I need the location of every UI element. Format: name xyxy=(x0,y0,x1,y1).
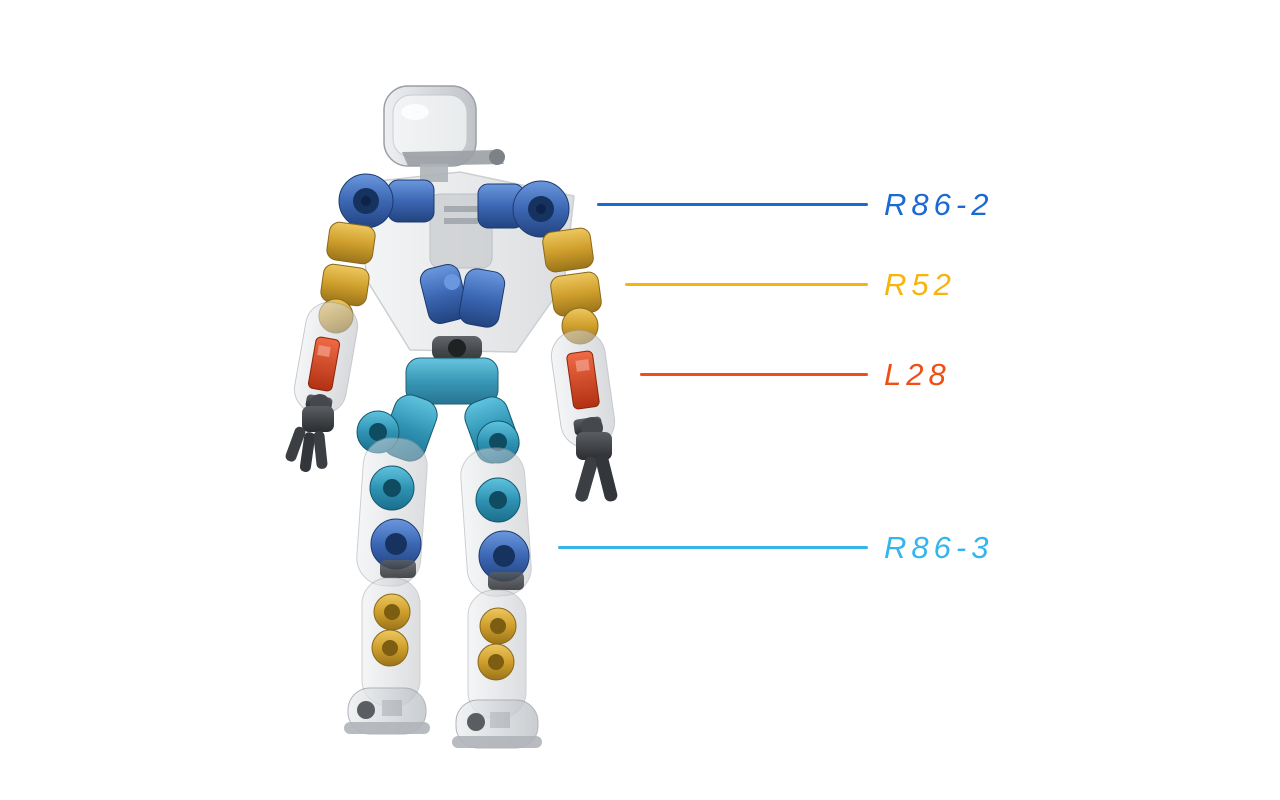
leader-line-r52 xyxy=(625,283,868,286)
leader-line-r86-2 xyxy=(597,203,868,206)
annotation-label-r52: R52 xyxy=(884,267,956,302)
annotation-label-r86-2: R86-2 xyxy=(884,187,994,222)
left-arm xyxy=(293,221,376,415)
right-arm xyxy=(542,227,616,449)
pelvis-actuators xyxy=(356,357,520,464)
right-hand-gripper xyxy=(575,417,618,502)
annotation-label-l28: L28 xyxy=(884,357,951,392)
left-leg xyxy=(356,437,428,707)
leader-line-l28 xyxy=(640,373,868,376)
right-leg xyxy=(460,447,532,719)
chest-actuators xyxy=(419,264,506,328)
annotation-label-r86-3: R86-3 xyxy=(884,530,994,565)
waist-joint xyxy=(432,336,482,360)
robot-head xyxy=(383,85,505,182)
shoulder-actuators xyxy=(338,173,570,238)
leader-line-r86-3 xyxy=(558,546,868,549)
right-foot xyxy=(452,699,542,749)
left-foot xyxy=(344,687,430,735)
left-hand xyxy=(285,394,334,472)
